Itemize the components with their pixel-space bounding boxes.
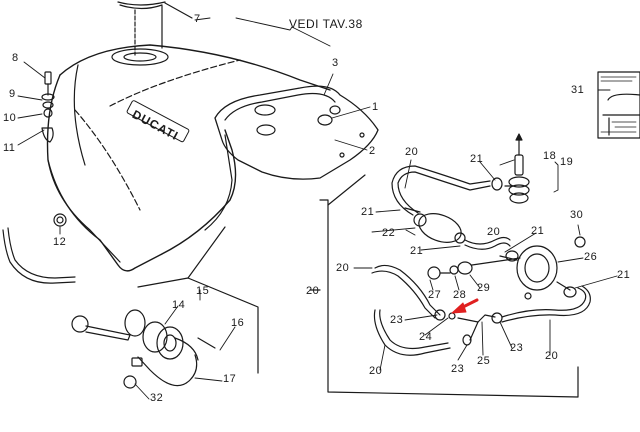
callout-31: 31 (571, 84, 585, 96)
callout-22: 22 (382, 227, 396, 239)
fuel-sender-assembly (71, 226, 259, 389)
reference-note: VEDI TAV.38 (289, 17, 363, 31)
callout-8: 8 (12, 52, 19, 64)
callout-23-bottom: 23 (451, 363, 465, 375)
callout-7: 7 (194, 13, 201, 25)
callout-20-bottom-left: 20 (369, 365, 383, 377)
callout-10: 10 (3, 112, 17, 124)
callout-21-top: 21 (470, 153, 484, 165)
callout-20-mid: 20 (487, 226, 501, 238)
callout-18: 18 (543, 150, 557, 162)
ducati-logo (126, 100, 190, 143)
callout-21-pump-in: 21 (531, 225, 545, 237)
callout-9: 9 (9, 88, 16, 100)
fuel-tank (46, 44, 331, 272)
callout-20-upper: 20 (405, 146, 419, 158)
highlight-arrow (451, 298, 479, 314)
fuel-cap (117, 1, 193, 56)
left-hose (2, 227, 76, 284)
callout-20-bottom-right: 20 (545, 350, 559, 362)
lower-hoses (371, 264, 591, 356)
callout-2: 2 (369, 145, 376, 157)
callout-12: 12 (53, 236, 67, 248)
callout-21-filter-lower: 21 (410, 245, 424, 257)
callout-15: 15 (196, 285, 210, 297)
callout-32: 32 (150, 392, 164, 404)
pump-group-bracket (309, 199, 579, 398)
part-12-grommet (53, 213, 67, 227)
callout-1: 1 (372, 101, 379, 113)
callout-28: 28 (453, 289, 467, 301)
upper-hose-valve (391, 133, 530, 216)
fuel-pump-26 (499, 236, 586, 300)
callout-23-right: 23 (510, 342, 524, 354)
callout-14: 14 (172, 299, 186, 311)
callout-11: 11 (3, 142, 16, 154)
decal-31 (597, 71, 640, 139)
tank-bracket (214, 85, 379, 180)
callout-27: 27 (428, 289, 442, 301)
callout-17: 17 (223, 373, 237, 385)
parts-8-11 (41, 71, 55, 143)
callout-3: 3 (332, 57, 339, 69)
leader-lines (17, 17, 618, 400)
callout-29: 29 (477, 282, 491, 294)
callout-21-filter-upper: 21 (361, 206, 375, 218)
callout-19: 19 (560, 156, 574, 168)
callout-23-left: 23 (390, 314, 404, 326)
callout-25: 25 (477, 355, 491, 367)
callout-21-pump-out: 21 (617, 269, 631, 281)
callout-30: 30 (570, 209, 584, 221)
parts-27-29 (427, 257, 521, 280)
callout-26: 26 (584, 251, 598, 263)
callout-16: 16 (231, 317, 245, 329)
callout-20-left: 20 (336, 262, 350, 274)
callout-20-bracket: 20 (306, 285, 320, 297)
fuel-filter-22 (404, 207, 511, 250)
callout-24: 24 (419, 331, 433, 343)
